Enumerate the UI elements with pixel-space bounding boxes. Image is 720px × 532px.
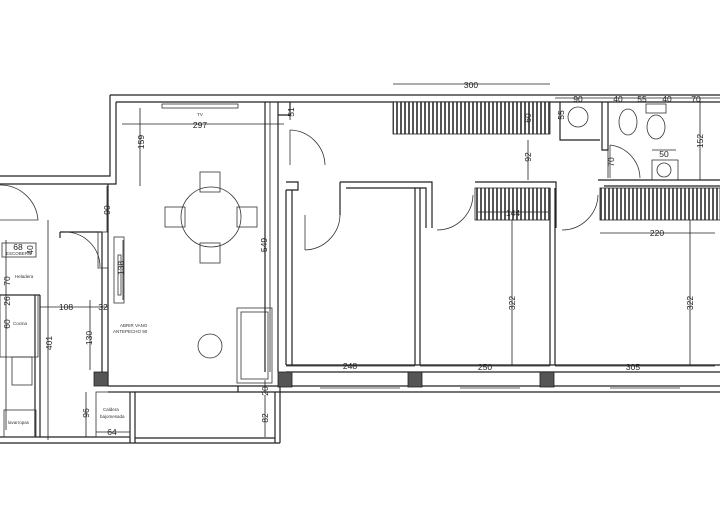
- dim-220: 220: [650, 228, 664, 238]
- boiler-label-2: bajomesada: [100, 414, 125, 419]
- washer-label: lavarropas: [8, 420, 30, 425]
- door-entry: [0, 184, 39, 221]
- column: [539, 371, 555, 388]
- dim-248: 248: [343, 361, 357, 371]
- dim-250: 250: [478, 362, 492, 372]
- dim-40: 40: [662, 94, 672, 104]
- closet-bedroom-3: [599, 187, 720, 221]
- opening-note: ABRIR VANO: [120, 323, 148, 328]
- dim-96: 96: [81, 408, 91, 418]
- dim-92: 92: [523, 152, 533, 162]
- dim-297: 297: [193, 120, 207, 130]
- door-bedroom-3: [561, 194, 599, 231]
- dim-68: 68: [13, 242, 23, 252]
- dim-159: 159: [136, 135, 146, 149]
- dimension-labels: 300 297 159 51 90 549 138 68 40 70 26 10…: [2, 80, 705, 437]
- dim-108: 108: [59, 302, 73, 312]
- toilet: [646, 114, 666, 140]
- dim-305: 305: [626, 362, 640, 372]
- dim-40: 40: [613, 94, 623, 104]
- dim-40: 40: [25, 245, 35, 255]
- tv-unit: [161, 103, 239, 109]
- sink-kitchen: [11, 356, 33, 386]
- door-bathroom: [609, 144, 641, 179]
- dim-144: 144: [506, 208, 520, 218]
- stove-label: Cocina: [13, 321, 28, 326]
- dim-152: 152: [695, 134, 705, 148]
- dim-90: 90: [573, 94, 583, 104]
- counter: [113, 236, 125, 304]
- escobero: [1, 242, 37, 258]
- door-bedroom-2: [436, 194, 474, 231]
- closet-bedroom-2: [474, 187, 551, 221]
- column: [93, 371, 109, 387]
- bathroom-fixtures: [567, 103, 679, 181]
- dim-130: 130: [84, 331, 94, 345]
- fridge-label: Heladera: [15, 274, 34, 279]
- sofa: [236, 307, 273, 384]
- kitchen-shelf: [97, 231, 109, 269]
- column: [407, 371, 423, 388]
- escobero-label: ESCOBERO: [6, 251, 32, 256]
- sink: [656, 162, 672, 178]
- dim-50: 50: [659, 149, 669, 159]
- doors: [0, 129, 641, 268]
- door-hall: [289, 129, 326, 166]
- dim-138: 138: [116, 261, 126, 275]
- exterior-walls: [0, 94, 720, 444]
- opening-note-2: ANTEPECHO 90: [113, 329, 148, 334]
- dim-401: 401: [44, 336, 54, 350]
- dim-55: 55: [556, 110, 566, 120]
- dim-90: 90: [102, 205, 112, 215]
- tv-label: TV: [197, 112, 203, 117]
- dim-26: 26: [2, 296, 12, 306]
- dim-60: 60: [523, 113, 533, 123]
- washing-machine: [3, 409, 37, 438]
- dim-70: 70: [2, 276, 12, 286]
- dim-70: 70: [691, 94, 701, 104]
- dim-60: 60: [2, 319, 12, 329]
- door-kitchen: [64, 231, 101, 268]
- door-bedroom-1: [304, 214, 341, 251]
- plant: [197, 333, 223, 359]
- boiler-label: Caldera: [103, 407, 119, 412]
- dim-322: 322: [507, 296, 517, 310]
- dim-55: 55: [637, 94, 647, 104]
- column: [277, 371, 293, 388]
- boiler-cabinet: [95, 391, 131, 438]
- dim-82: 82: [260, 413, 270, 423]
- dim-549: 549: [259, 238, 269, 252]
- dim-300: 300: [464, 80, 478, 90]
- dim-322: 322: [685, 296, 695, 310]
- kitchen: [0, 242, 131, 438]
- dim-32: 32: [98, 302, 108, 312]
- dimension-lines: [5, 83, 720, 440]
- closet-hall: [392, 101, 551, 135]
- toilet-tank: [645, 103, 667, 114]
- dining-table: [164, 171, 258, 264]
- dim-51: 51: [286, 107, 296, 117]
- shower-drain: [567, 106, 589, 128]
- dim-20: 20: [260, 386, 270, 396]
- dim-64: 64: [107, 427, 117, 437]
- bidet: [618, 108, 638, 136]
- dim-70: 70: [606, 157, 616, 167]
